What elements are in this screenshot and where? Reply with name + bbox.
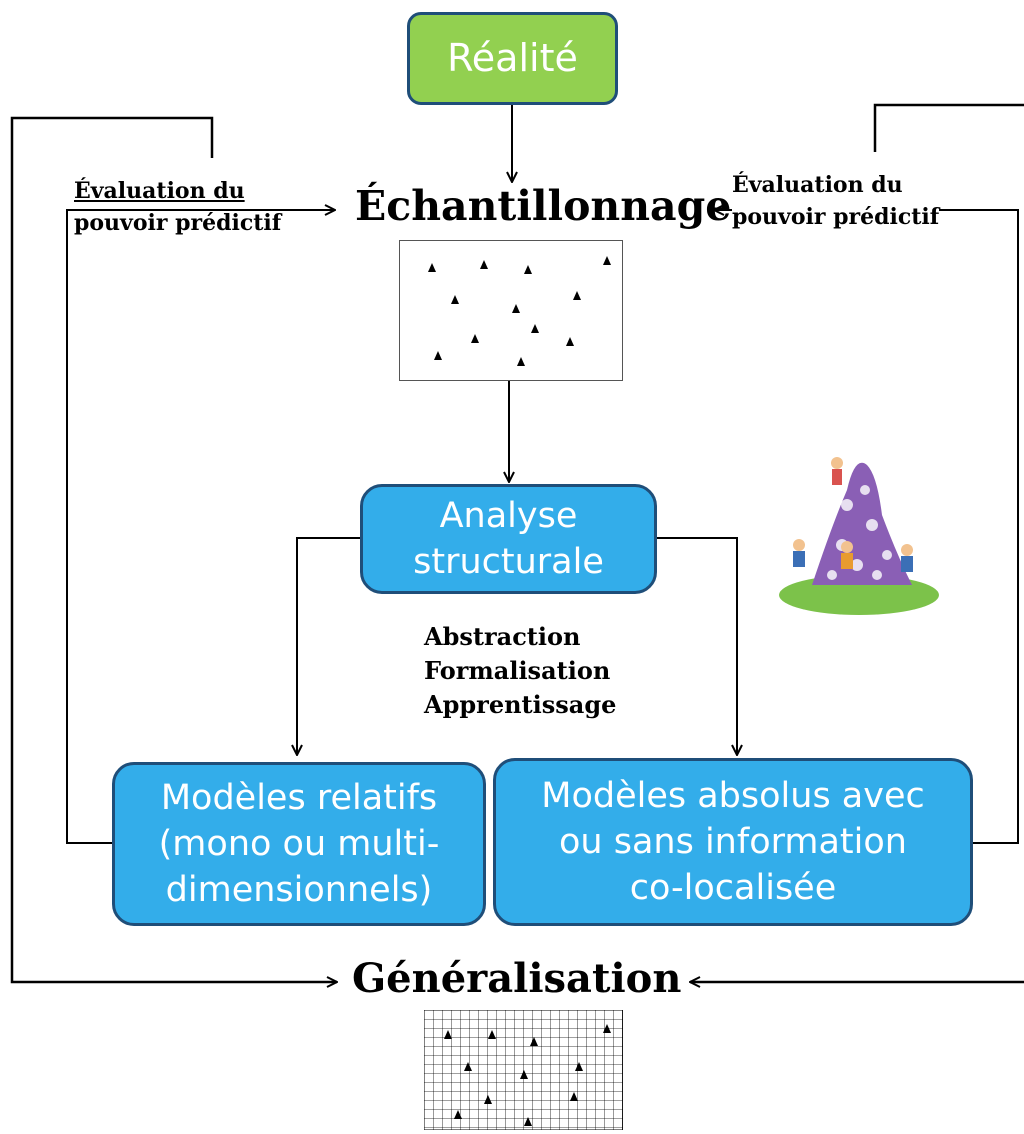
grid-point [520,1070,528,1079]
steps-list: Abstraction Formalisation Apprentissage [424,620,616,722]
arrow-relatifs-evaluation [66,210,335,844]
sample-points-icon [428,256,611,366]
sample-point [603,256,611,265]
step-formalisation: Formalisation [424,656,611,686]
modeles-relatifs-box: Modèles relatifs (mono ou multi- dimensi… [112,762,486,926]
relatifs-line3: dimensionnels) [165,870,433,911]
sample-point [573,291,581,300]
grid-point [575,1062,583,1071]
sample-points-panel [399,240,623,381]
analyse-line1: Analyse [439,495,578,536]
echantillonnage-title: Échantillonnage [355,182,732,230]
illustration-image [777,435,942,630]
sample-point [531,324,539,333]
sample-point [566,337,574,346]
sample-point [428,263,436,272]
sample-point [524,265,532,274]
relatifs-line2: (mono ou multi- [158,823,440,864]
sample-point [451,295,459,304]
relatifs-line1: Modèles relatifs [160,777,438,818]
modeles-absolus-box: Modèles absolus avec ou sans information… [493,758,973,926]
evaluation-right-line2: pouvoir prédictif [732,203,940,230]
evaluation-right-line1: Évaluation du [732,172,903,198]
grid-points-icon [423,1009,624,1131]
arrow-right-to-generalisation [873,103,1024,152]
step-abstraction: Abstraction [424,622,581,651]
generalisation-title: Généralisation [352,955,682,1002]
sample-point [480,260,488,269]
analyse-structurale-box: Analyse structurale [360,484,657,594]
grid-point [464,1062,472,1071]
analyse-line2: structurale [413,542,604,582]
step-apprentissage: Apprentissage [424,690,617,720]
grid-point [454,1110,462,1119]
realite-box: Réalité [407,12,618,105]
sample-point [471,334,479,343]
sample-point [517,357,525,366]
arrow-analyse-to-absolus [657,537,737,755]
grid-point [570,1092,578,1101]
grid-point [444,1030,452,1039]
evaluation-left-line2: pouvoir prédictif [74,209,282,236]
sample-point [434,351,442,360]
grid-point [488,1030,496,1039]
absolus-line2: ou sans information [559,821,907,862]
evaluation-left-label: Évaluation du pouvoir prédictif [74,176,281,240]
evaluation-left-line1: Évaluation du [74,178,245,204]
grid-points-panel [423,1009,624,1131]
grid-point [524,1117,532,1126]
sample-point [512,304,520,313]
grid-point [484,1095,492,1104]
grid-point [530,1037,538,1046]
realite-label: Réalité [447,36,578,81]
grid-point [603,1024,611,1033]
arrow-analyse-to-relatifs [297,537,360,755]
evaluation-right-label: Évaluation du pouvoir prédictif [732,170,940,234]
arrow-left-to-generalisation [10,116,337,982]
absolus-line1: Modèles absolus avec [541,775,925,816]
absolus-line3: co-localisée [629,868,837,909]
puzzle-pile-icon [779,457,939,615]
